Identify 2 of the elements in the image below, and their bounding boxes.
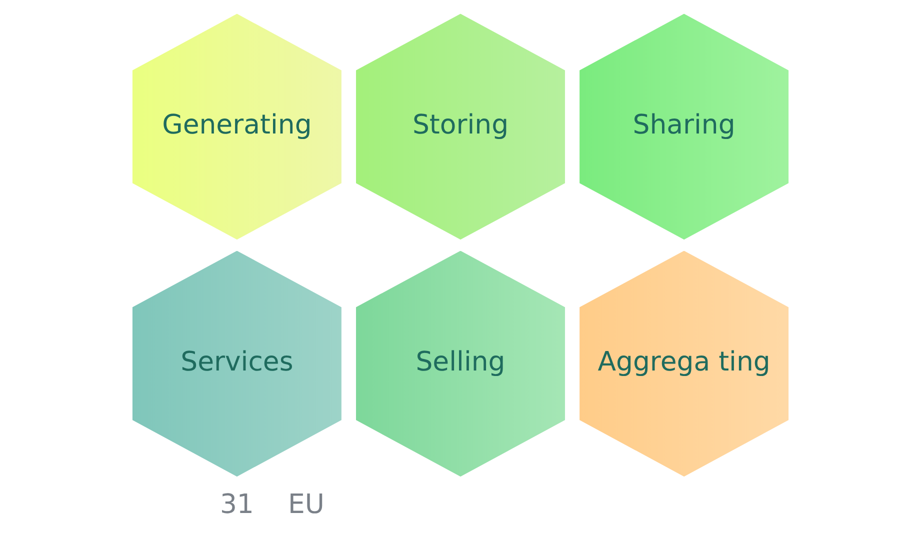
label: 31 [219, 489, 254, 520]
label: EU [287, 489, 324, 520]
